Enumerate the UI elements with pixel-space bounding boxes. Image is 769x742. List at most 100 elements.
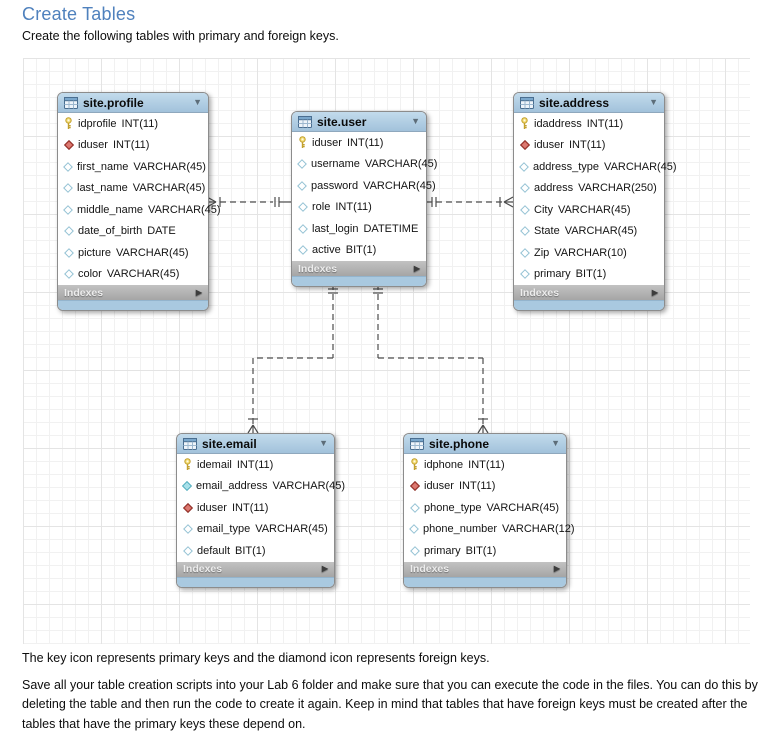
legend-note: The key icon represents primary keys and…: [22, 651, 490, 665]
column-name: iduser: [424, 480, 454, 493]
column-name: username: [311, 158, 360, 171]
column-name: phone_type: [424, 501, 482, 514]
collapse-arrow-icon: ▼: [193, 97, 202, 107]
indexes-label: Indexes: [410, 563, 450, 575]
expand-arrow-icon: ▶: [195, 287, 202, 297]
column-icon: [63, 226, 74, 237]
column-name: date_of_birth: [78, 225, 143, 238]
column-type: INT(11): [568, 139, 606, 152]
column-name: address_type: [533, 160, 600, 173]
column-name: City: [534, 203, 553, 216]
table-header: site.email▼: [177, 434, 334, 454]
column-type: VARCHAR(10): [554, 246, 627, 259]
column-type: VARCHAR(45): [255, 523, 328, 536]
column-icon: [63, 161, 73, 172]
column-row: address_type VARCHAR(45): [514, 156, 677, 178]
primary-key-icon: [297, 136, 308, 149]
column-name: last_name: [77, 182, 128, 195]
column-name: idaddress: [534, 117, 582, 130]
table-footer-strip: [292, 276, 426, 286]
foreign-key-icon: [63, 140, 74, 151]
column-icon: [182, 524, 193, 535]
relationship-connector-user-to-email: [247, 284, 338, 434]
column-icon: [409, 524, 419, 535]
column-type: BIT(1): [465, 544, 497, 557]
table-icon: [64, 96, 78, 109]
column-icon: [63, 183, 73, 194]
column-type: VARCHAR(45): [564, 225, 638, 238]
column-row: iduser INT(11): [58, 135, 208, 157]
indexes-bar: Indexes ▶: [404, 561, 566, 577]
column-type: INT(11): [335, 201, 372, 214]
column-type: INT(11): [231, 501, 269, 514]
column-icon: [409, 545, 420, 556]
column-name: last_login: [312, 222, 359, 235]
column-row: default BIT(1): [177, 540, 334, 562]
column-icon: [519, 247, 530, 258]
indexes-bar: Indexes▶: [514, 285, 664, 300]
column-type: VARCHAR(45): [106, 268, 180, 281]
indexes-bar: Indexes▶: [292, 261, 426, 276]
column-type: VARCHAR(45): [557, 203, 631, 216]
table-title: site.email: [202, 436, 257, 451]
indexes-bar: Indexes▶: [177, 561, 334, 577]
table-header: site.user▼: [292, 112, 426, 132]
primary-key-icon: [409, 458, 420, 471]
column-type: BIT(1): [575, 268, 607, 281]
table-title: site.profile: [83, 95, 144, 110]
table-header: site.profile ▼: [58, 93, 208, 113]
column-name: iduser: [534, 139, 564, 152]
column-type: VARCHAR(45): [132, 182, 206, 195]
column-type: INT(11): [112, 139, 150, 152]
column-name: picture: [78, 246, 112, 259]
table-icon: [520, 96, 534, 109]
column-icon: [63, 247, 74, 258]
indexes-bar: Indexes▶: [58, 285, 208, 300]
column-type: VARCHAR(45): [133, 160, 206, 173]
relationship-connector-user-to-phone: [373, 284, 489, 434]
expand-arrow-icon: ▶: [553, 564, 560, 573]
table-icon: [410, 437, 424, 450]
table-icon: [298, 115, 312, 128]
column-name: address: [534, 182, 574, 195]
foreign-key-icon: [519, 140, 530, 151]
expand-arrow-icon: ▶: [651, 287, 658, 297]
column-name: first_name: [77, 160, 129, 173]
column-name: email_address: [196, 480, 268, 493]
column-notnull-icon: [182, 481, 192, 492]
column-type: BIT(1): [235, 544, 266, 557]
column-name: iduser: [197, 501, 227, 514]
primary-key-icon: [63, 117, 74, 130]
collapse-arrow-icon: ▼: [551, 438, 560, 448]
column-name: iduser: [78, 139, 108, 152]
instructions-text: Save all your table creation scripts int…: [22, 678, 758, 731]
column-type: VARCHAR(45): [604, 160, 677, 173]
column-name: default: [197, 544, 231, 557]
collapse-arrow-icon: ▼: [649, 97, 658, 107]
column-name: password: [311, 179, 359, 192]
column-icon: [297, 180, 307, 191]
column-row: last_name VARCHAR(45): [58, 178, 208, 200]
column-type: VARCHAR(45): [148, 203, 221, 216]
page-title: Create Tables: [22, 4, 136, 24]
column-icon: [519, 226, 530, 237]
column-icon: [63, 204, 73, 215]
